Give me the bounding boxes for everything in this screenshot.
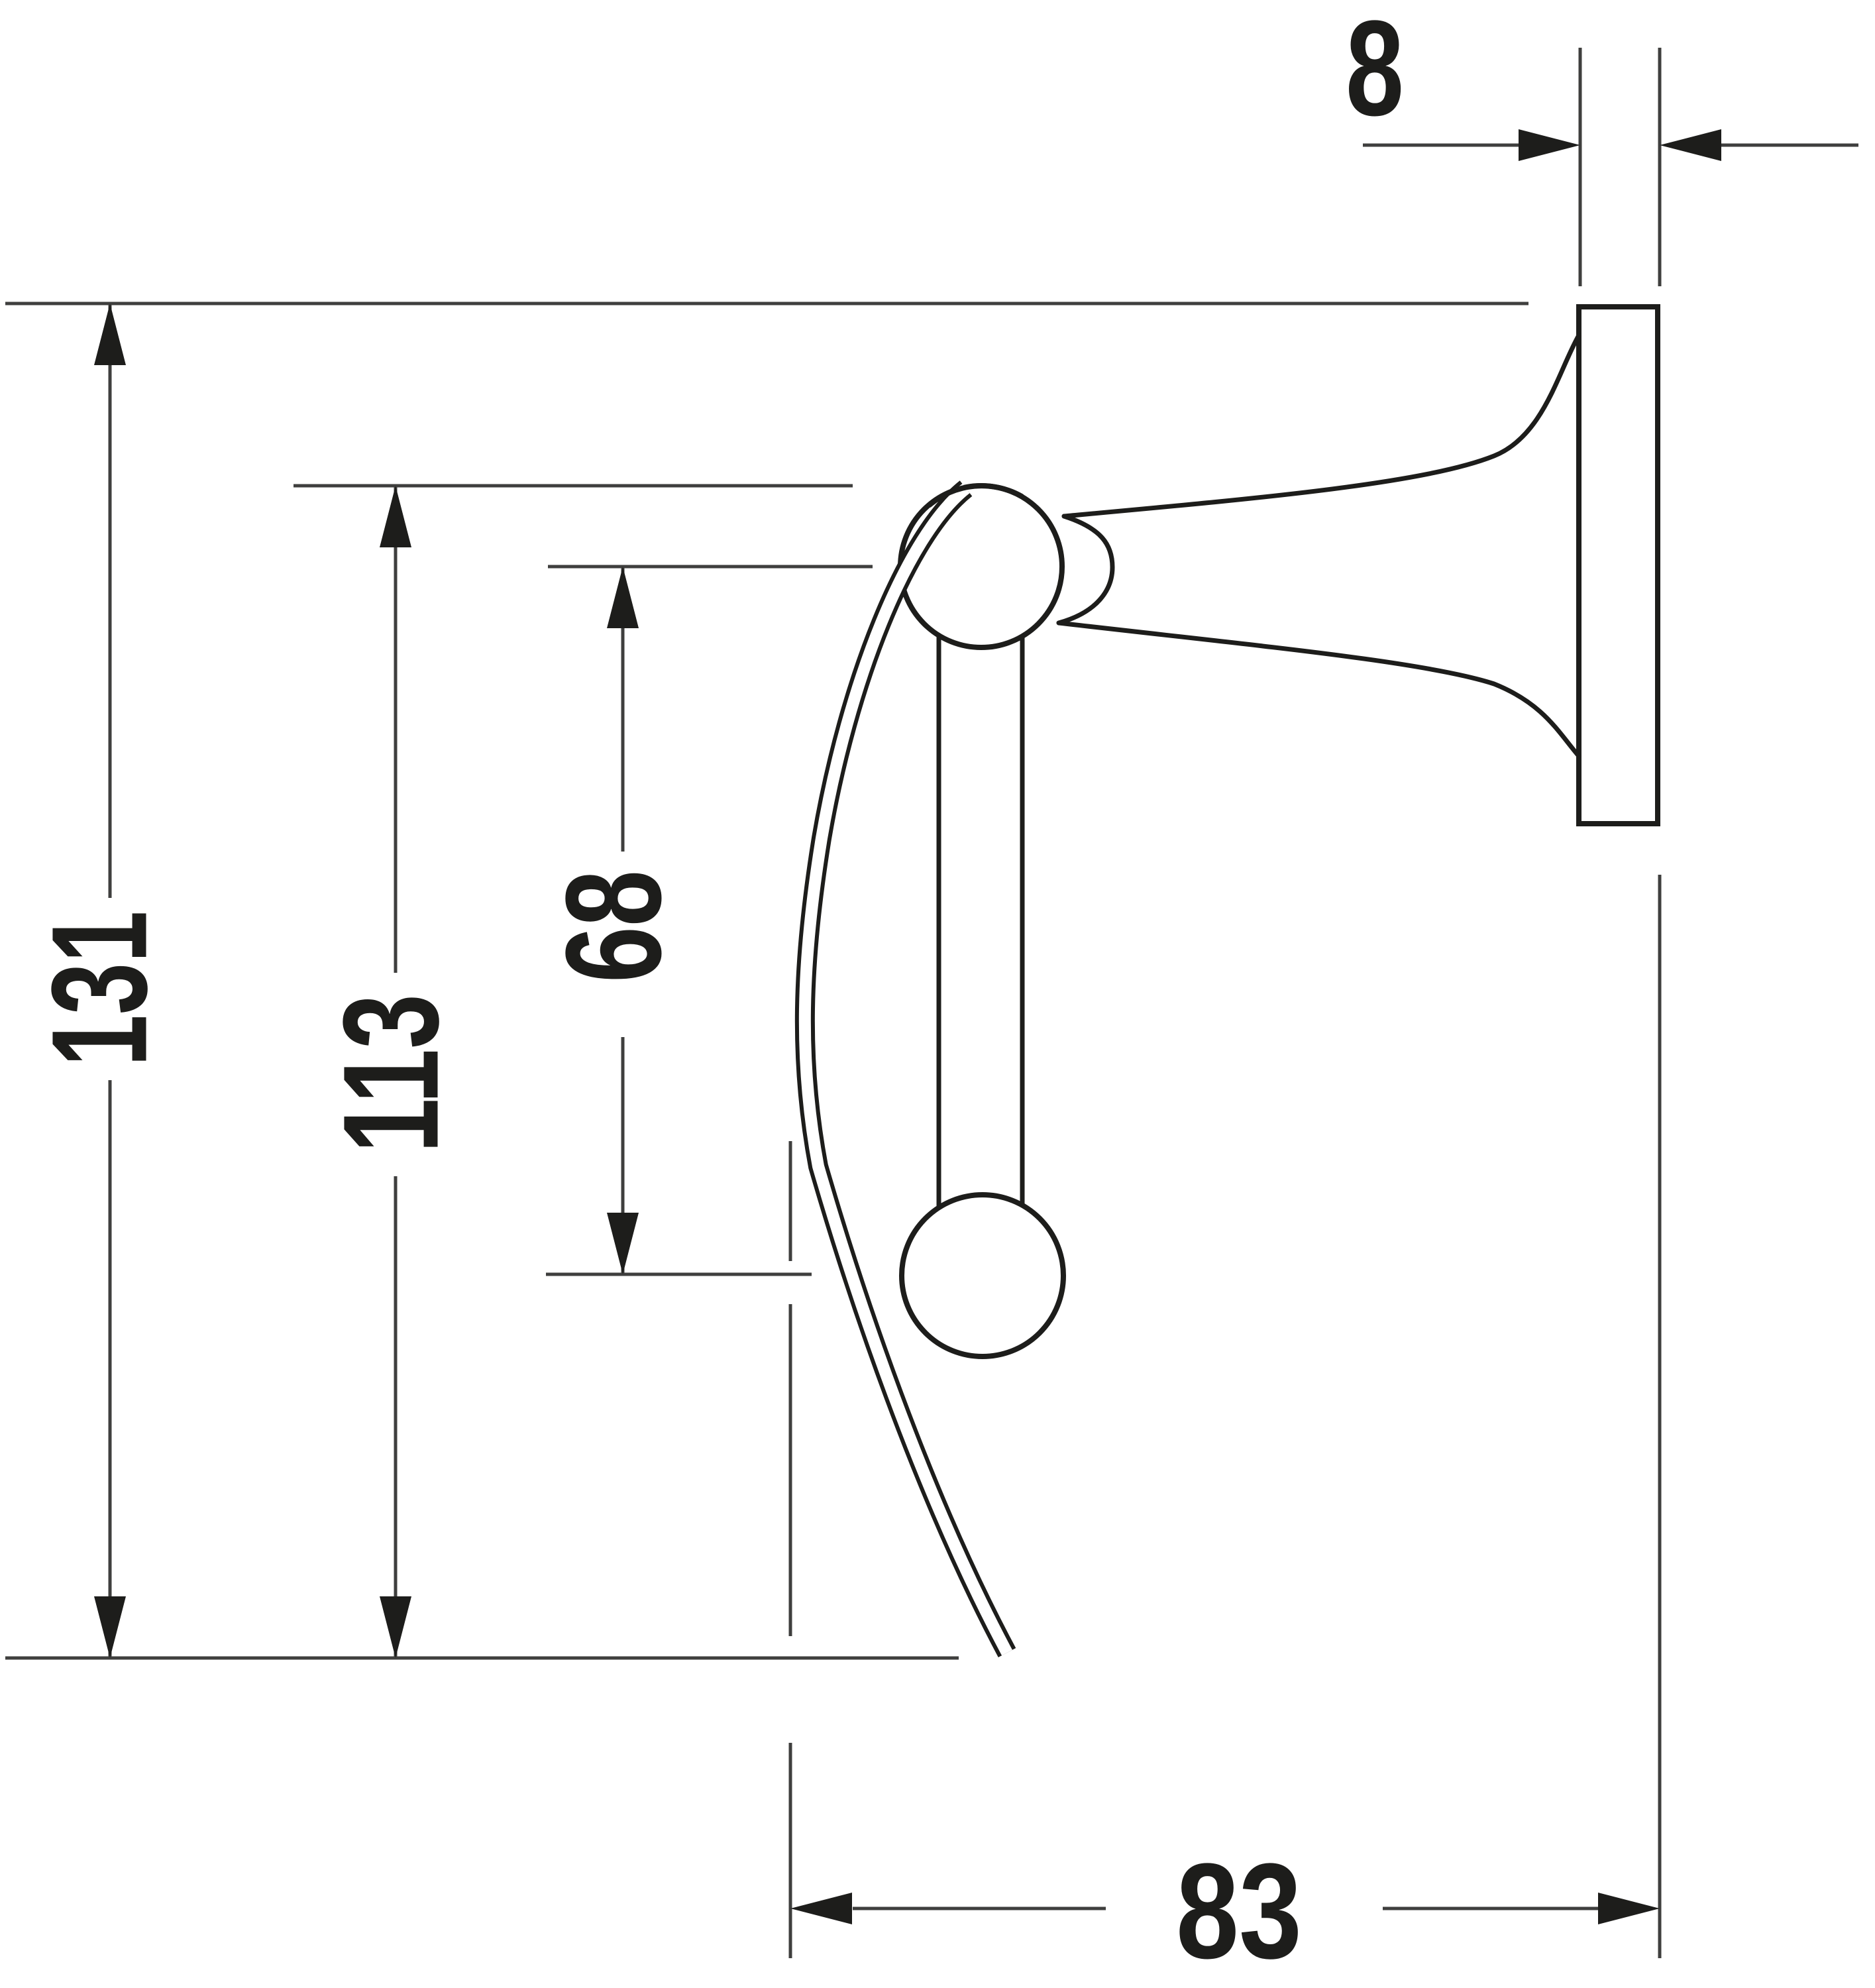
arrow-68-top — [607, 567, 639, 628]
post-end-cap — [1056, 514, 1115, 626]
arrow-83-right — [1598, 1893, 1660, 1924]
dim-label-68: 68 — [538, 870, 690, 983]
dim-label-83: 83 — [1176, 1836, 1302, 1987]
arrow-113-bottom — [380, 1596, 411, 1658]
paper-guard-inner-gap — [798, 483, 1012, 1656]
arrow-68-bottom — [607, 1213, 639, 1274]
dim-label-8: 8 — [1346, 0, 1404, 144]
post-upper-profile — [1061, 333, 1581, 519]
dim-label-131: 131 — [24, 911, 176, 1067]
arrow-131-bottom — [94, 1596, 126, 1658]
post-lower-profile — [1056, 620, 1581, 759]
arrow-131-top — [94, 304, 126, 365]
paper-guard-outline — [794, 480, 1016, 1658]
arrow-8-left — [1519, 129, 1580, 161]
wall-plate — [1576, 304, 1660, 826]
arrow-83-left — [790, 1893, 852, 1924]
knob-ball — [898, 483, 1065, 650]
knob-ball-outline-repair — [927, 483, 1024, 508]
roll-end-ball — [899, 1192, 1066, 1359]
arrow-8-right — [1660, 129, 1721, 161]
arrow-113-top — [380, 486, 411, 547]
dim-label-113: 113 — [315, 994, 467, 1153]
